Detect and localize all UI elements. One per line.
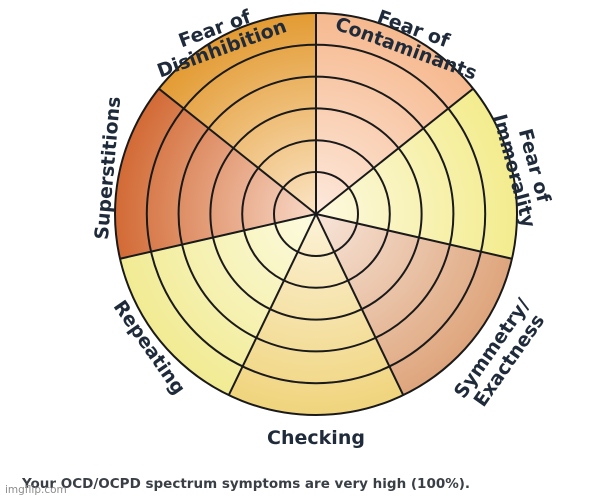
- wheel-spoke-7: [158, 87, 317, 215]
- imgflip-watermark: imgflip.com: [5, 484, 67, 496]
- wheel-segment-6: [114, 88, 316, 259]
- wheel-spoke-3: [315, 213, 513, 260]
- wheel-spoke-4: [315, 213, 405, 396]
- wheel-segment-2: [316, 88, 518, 259]
- wheel-spoke-6: [119, 213, 317, 260]
- segment-label-5: Checking: [267, 427, 365, 449]
- result-summary-text: Your OCD/OCPD spectrum symptoms are very…: [22, 476, 471, 492]
- wheel-spoke-5: [227, 213, 317, 396]
- wheel-segment-7: [158, 13, 316, 214]
- wheel-spoke-2: [315, 87, 474, 215]
- wheel-segment-1: [316, 12, 474, 214]
- wheel-segment-4: [228, 214, 404, 415]
